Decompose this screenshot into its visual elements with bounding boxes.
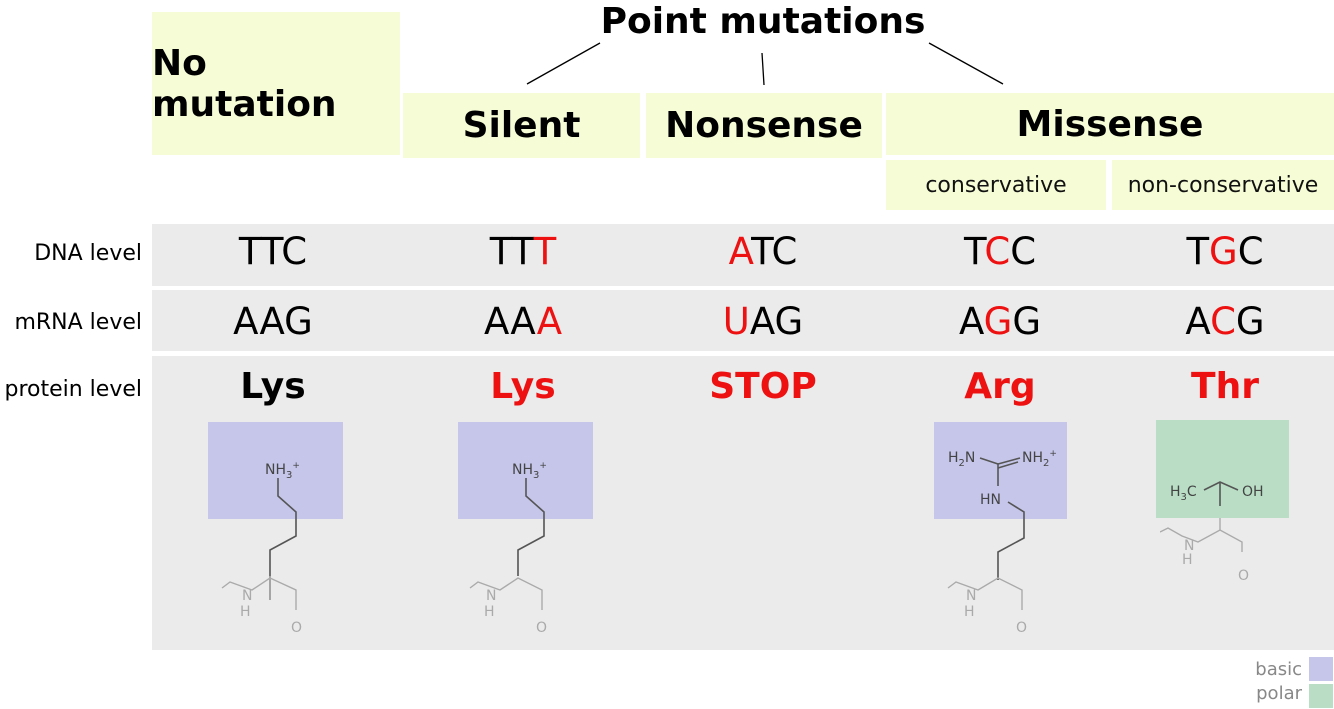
o-text: O [291, 620, 302, 636]
mutated-base: G [1209, 230, 1238, 273]
lys-silent-sidechain-box [458, 422, 593, 519]
conservative-label: conservative [925, 172, 1067, 198]
amino-acid-label: Lys [240, 366, 306, 407]
protein-level-label: protein level [4, 377, 142, 402]
dna-codon: TTC [153, 230, 393, 273]
mutated-base: A [728, 230, 752, 273]
amino-acid-label: Lys [490, 366, 556, 407]
legend-polar-label: polar [1256, 683, 1302, 704]
no-mutation-label: No mutation [152, 42, 337, 125]
h-text: H [1182, 552, 1193, 568]
dna-band [152, 224, 1334, 286]
mrna-codon: AAA [403, 300, 643, 343]
nonsense-box: Nonsense [646, 93, 882, 158]
point-mutations-title: Point mutations [600, 1, 926, 42]
threonine-structure: H3C OH N H O [1160, 481, 1264, 584]
legend-polar-swatch [1309, 684, 1333, 708]
n-text: N [486, 588, 496, 604]
oh-text: OH [1242, 484, 1264, 500]
base: A [1185, 300, 1211, 343]
protein-band [152, 356, 1334, 650]
base: C [1237, 230, 1264, 273]
missense-label: Missense [1016, 103, 1204, 145]
silent-box: Silent [403, 93, 640, 158]
dna-level-label: DNA level [34, 241, 142, 266]
base: G [1235, 300, 1265, 343]
base: T [963, 230, 985, 273]
bracket-lines [526, 42, 1004, 86]
base: TTC [238, 230, 308, 273]
silent-label: Silent [462, 105, 581, 146]
dna-codon: TGC [1105, 230, 1334, 273]
lysine-structure-1: NH3+ N H O [221, 461, 302, 636]
mrna-codon: AAG [153, 300, 393, 343]
mrna-level-label: mRNA level [14, 310, 142, 335]
mrna-codon: AGG [880, 300, 1120, 343]
mutated-base: C [984, 230, 1011, 273]
n-text: N [1184, 538, 1194, 554]
mutated-base: G [983, 300, 1013, 343]
legend-basic-swatch [1309, 657, 1333, 681]
arginine-structure: H2N NH2+ HN N H O [947, 449, 1057, 636]
legend-basic-label: basic [1255, 659, 1302, 680]
missense-box: Missense [886, 93, 1334, 155]
amino-acid-label: STOP [709, 366, 817, 407]
mutated-base: U [722, 300, 750, 343]
n-text: N [966, 588, 976, 604]
mrna-codon: ACG [1105, 300, 1334, 343]
amino-acid-label: Thr [1191, 366, 1259, 407]
h-text: H [240, 604, 251, 620]
mutated-base: T [533, 230, 557, 273]
o-text: O [1016, 620, 1027, 636]
non-conservative-label: non-conservative [1127, 172, 1319, 198]
dna-codon: TCC [880, 230, 1120, 273]
svg-text:NH3+: NH3+ [265, 461, 300, 481]
base: AA [484, 300, 537, 343]
mrna-codon: UAG [643, 300, 883, 343]
nh2-text: NH2+ [1022, 449, 1057, 469]
amino-acid-label: Arg [964, 366, 1036, 407]
h-text: H [964, 604, 975, 620]
non-conservative-box: non-conservative [1112, 160, 1334, 210]
arg-sidechain-box [934, 422, 1067, 519]
dna-codon: TTT [403, 230, 643, 273]
base: A [958, 300, 984, 343]
mutated-base: A [536, 300, 562, 343]
base: TC [751, 230, 798, 273]
no-mutation-box: No mutation [152, 12, 400, 155]
nonsense-label: Nonsense [665, 105, 863, 146]
svg-text:NH3+: NH3+ [512, 461, 547, 481]
mrna-band [152, 290, 1334, 351]
dna-codon: ATC [643, 230, 883, 273]
lys-sidechain-box [208, 422, 343, 519]
mutated-base: C [1210, 300, 1236, 343]
lysine-structure-2: NH3+ N H O [469, 461, 547, 636]
base: TT [489, 230, 534, 273]
o-text: O [536, 620, 547, 636]
h3c-text: H3C [1170, 484, 1197, 503]
o-text: O [1238, 568, 1249, 584]
base: G [1012, 300, 1041, 343]
hn-text: HN [980, 492, 1001, 508]
nh3-text: NH3+ [265, 461, 300, 481]
h-text: H [484, 604, 495, 620]
base: T [1186, 230, 1210, 273]
n-text: N [242, 588, 252, 604]
base: C [1010, 230, 1037, 273]
nh3-text: NH3+ [512, 461, 547, 481]
base: AG [749, 300, 804, 343]
h2n-text: H2N [948, 450, 975, 469]
base: AAG [233, 300, 313, 343]
thr-sidechain-box [1156, 420, 1289, 518]
conservative-box: conservative [886, 160, 1106, 210]
